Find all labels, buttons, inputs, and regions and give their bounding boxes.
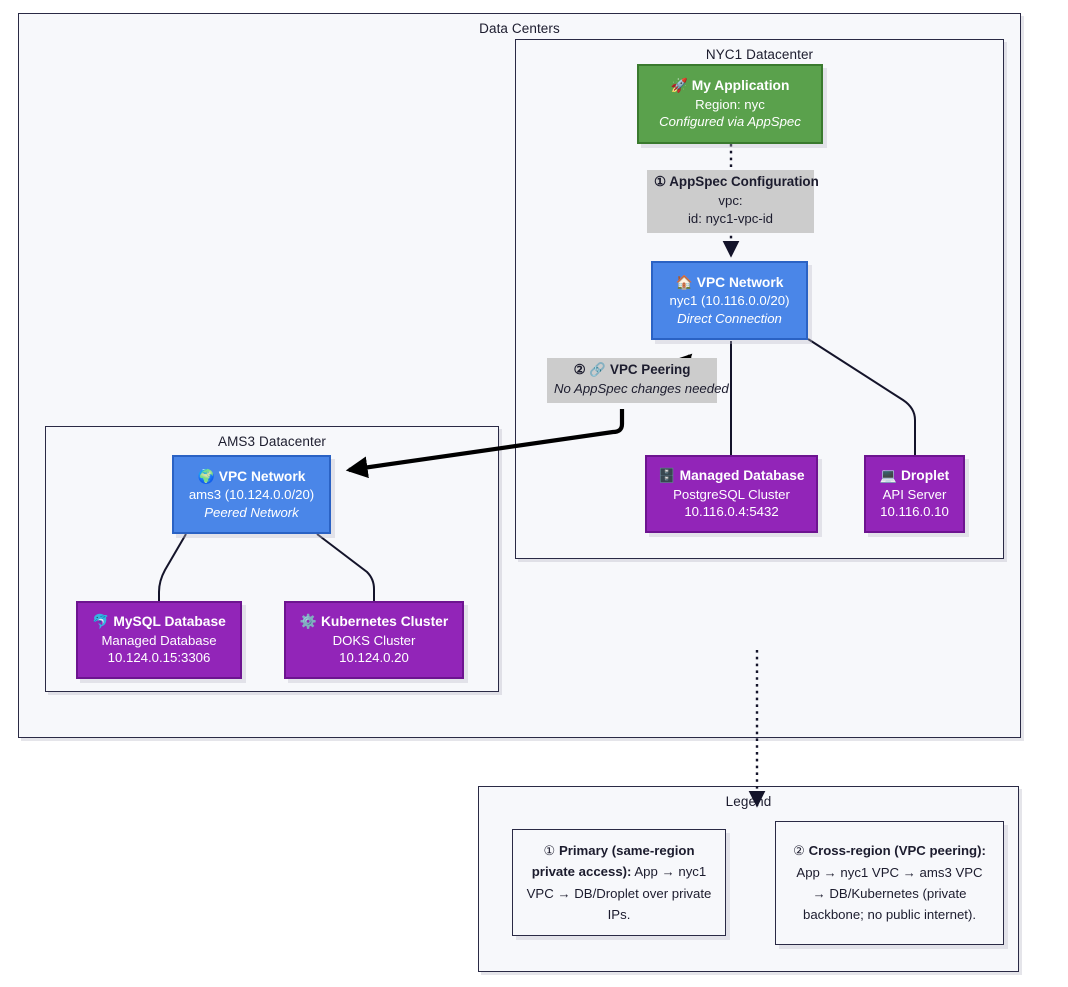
computer-icon: 💻: [879, 468, 897, 484]
link-icon: 🔗: [589, 362, 607, 377]
node-title: 🐬MySQL Database: [92, 614, 226, 630]
node-title: 💻Droplet: [879, 468, 950, 484]
node-title: 🌍VPC Network: [197, 468, 306, 484]
node-line-1: PostgreSQL Cluster: [673, 486, 790, 502]
node-line-2: 10.116.0.10: [880, 504, 949, 520]
marker-two: ②: [573, 362, 586, 377]
node-title: 🚀My Application: [670, 78, 790, 94]
node-title: 🗄️Managed Database: [658, 468, 805, 484]
legend-item-bold: Primary (same-region private access):: [531, 842, 695, 880]
node-line-1: Region: nyc: [695, 96, 765, 112]
node-kubernetes-cluster[interactable]: ⚙️Kubernetes Cluster DOKS Cluster 10.124…: [284, 601, 464, 679]
database-icon: 🗄️: [658, 468, 676, 484]
legend-item-primary: ① Primary (same-region private access): …: [512, 829, 726, 936]
node-line-2: Direct Connection: [677, 310, 782, 326]
edge-label-vpc-peering: ② 🔗VPC Peering No AppSpec changes needed: [547, 358, 729, 403]
node-managed-database[interactable]: 🗄️Managed Database PostgreSQL Cluster 10…: [645, 455, 818, 533]
node-nyc1-vpc-network[interactable]: 🏠VPC Network nyc1 (10.116.0.0/20) Direct…: [651, 261, 808, 340]
legend-item-cross-region: ② Cross-region (VPC peering): App → nyc1…: [775, 821, 1004, 945]
node-mysql-database[interactable]: 🐬MySQL Database Managed Database 10.124.…: [76, 601, 242, 679]
node-line-1: nyc1 (10.116.0.0/20): [669, 293, 790, 309]
edge-label-line-1: vpc:: [718, 192, 743, 208]
marker-one: ①: [543, 842, 556, 858]
edge-label-appspec-configuration: ① AppSpec Configuration vpc: id: nyc1-vp…: [647, 170, 819, 233]
cluster-title-nyc1: NYC1 Datacenter: [705, 47, 814, 62]
node-line-2: 10.124.0.20: [339, 650, 409, 666]
marker-two: ②: [793, 843, 805, 859]
legend-item-text: ② Cross-region (VPC peering): App → nyc1…: [789, 840, 990, 926]
gear-icon: ⚙️: [299, 614, 317, 630]
node-ams3-vpc-network[interactable]: 🌍VPC Network ams3 (10.124.0.0/20) Peered…: [172, 455, 331, 534]
node-line-2: 10.124.0.15:3306: [107, 650, 211, 666]
rocket-icon: 🚀: [670, 78, 688, 94]
node-line-2: Peered Network: [204, 504, 299, 520]
node-droplet[interactable]: 💻Droplet API Server 10.116.0.10: [864, 455, 965, 533]
cluster-title-ams3: AMS3 Datacenter: [217, 434, 327, 449]
globe-icon: 🌍: [197, 468, 215, 484]
node-line-1: ams3 (10.124.0.0/20): [188, 487, 315, 503]
edge-label-line-2: id: nyc1-vpc-id: [687, 210, 774, 226]
node-line-1: API Server: [882, 486, 947, 502]
legend-item-rest: App → nyc1 VPC → ams3 VPC → DB/Kubernete…: [796, 864, 983, 923]
legend-item-bold: Cross-region (VPC peering):: [808, 843, 986, 859]
legend-item-rest: App → nyc1 VPC → DB/Droplet over private…: [526, 864, 712, 922]
node-line-2: 10.116.0.4:5432: [684, 504, 779, 520]
node-line-1: DOKS Cluster: [332, 632, 416, 648]
dolphin-icon: 🐬: [92, 614, 110, 630]
legend-item-text: ① Primary (same-region private access): …: [526, 840, 712, 926]
edge-label-line-1: No AppSpec changes needed: [554, 380, 729, 396]
edge-label-title: ① AppSpec Configuration: [654, 174, 819, 189]
edge-label-title: ② 🔗VPC Peering: [573, 362, 691, 377]
cluster-title-legend: Legend: [725, 794, 772, 809]
node-title: ⚙️Kubernetes Cluster: [299, 614, 449, 630]
node-my-application[interactable]: 🚀My Application Region: nyc Configured v…: [637, 64, 823, 144]
node-line-1: Managed Database: [101, 632, 217, 648]
node-title: 🏠VPC Network: [675, 274, 784, 290]
cluster-title-data-centers: Data Centers: [479, 21, 560, 36]
marker-one: ①: [654, 174, 667, 189]
node-line-2: Configured via AppSpec: [659, 114, 801, 130]
house-icon: 🏠: [675, 274, 693, 290]
